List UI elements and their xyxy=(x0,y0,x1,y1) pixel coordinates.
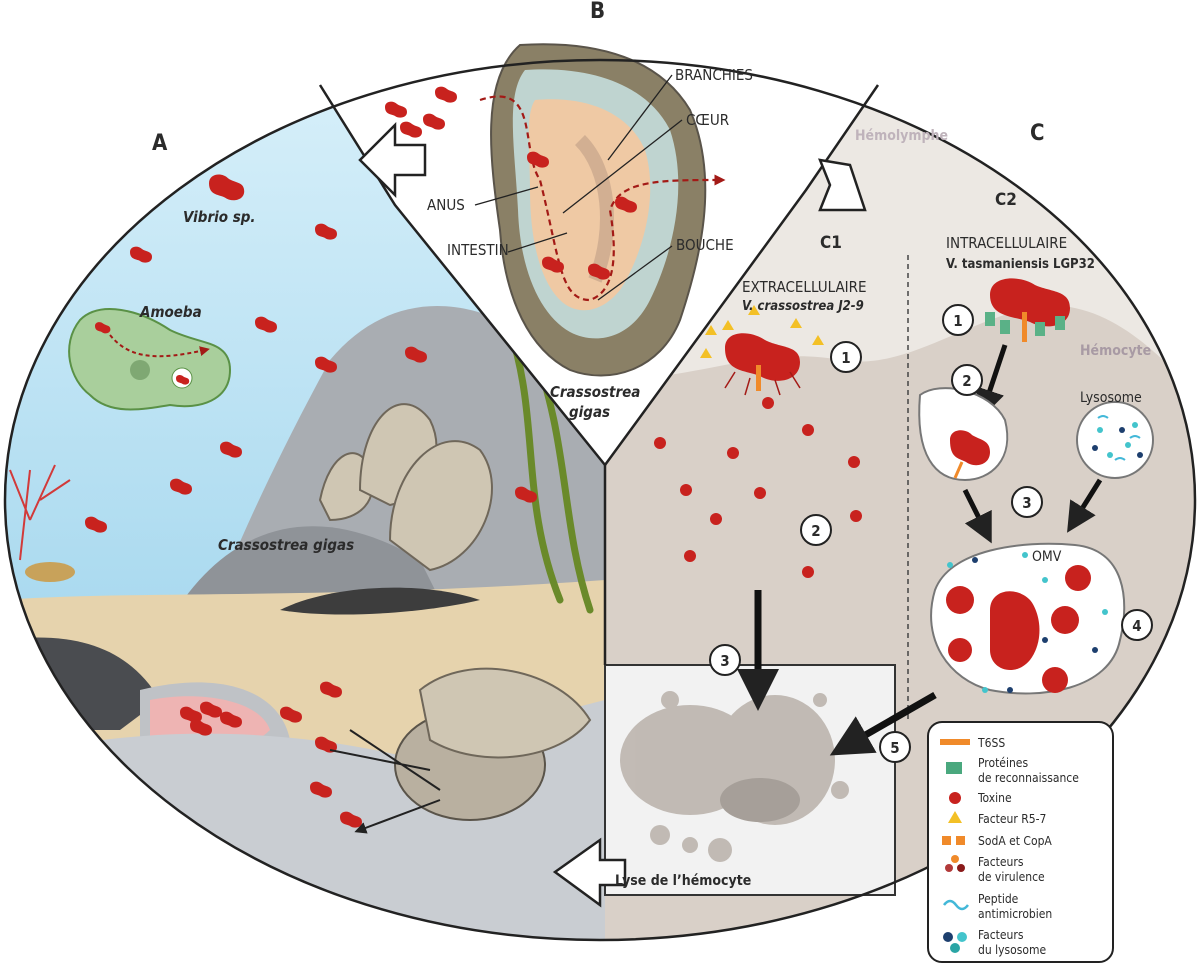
intestin-label: INTESTIN xyxy=(447,241,509,259)
oyster-label: Crassostrea gigas xyxy=(218,536,354,554)
soda-copa-icon xyxy=(942,836,965,845)
legend-virulence-1: Facteurs xyxy=(978,855,1024,869)
c1-mode: EXTRACELLULAIRE xyxy=(742,278,867,296)
panel-b-letter: B xyxy=(590,0,605,24)
recognition-protein-icon xyxy=(946,762,962,774)
step-markers xyxy=(709,304,1153,763)
anus-label: ANUS xyxy=(427,196,465,214)
bouche-label: BOUCHE xyxy=(676,236,734,254)
step-3-c1: 3 xyxy=(720,652,729,670)
step-4-c2: 4 xyxy=(1132,617,1141,635)
arrow-b-to-c xyxy=(818,158,867,212)
oyster-cluster xyxy=(318,403,493,572)
virulence-factor-icon xyxy=(945,855,965,872)
vibrio-label: Vibrio sp. xyxy=(183,208,256,226)
legend-peptide-2: antimicrobien xyxy=(978,907,1052,921)
legend-proteins-1: Protéines xyxy=(978,756,1028,770)
lysed-hemocyte xyxy=(620,691,849,862)
arrow-c-to-a xyxy=(552,837,627,908)
legend-labels: T6SS Protéines de reconnaissance Toxine … xyxy=(977,736,1079,957)
omv-label: OMV xyxy=(1032,549,1062,565)
branchies-label: BRANCHIES xyxy=(675,66,753,84)
c1-toxins xyxy=(654,397,862,578)
legend-box xyxy=(927,721,1114,963)
phagosome-to-phagolysosome-arrow xyxy=(962,488,992,544)
step-2-c1: 2 xyxy=(811,522,820,540)
legend-toxin: Toxine xyxy=(977,791,1012,805)
c2-title: C2 xyxy=(995,190,1017,210)
hemolymphe-label: Hémolymphe xyxy=(855,128,948,144)
lysosome xyxy=(1076,401,1154,479)
t6ss-icon xyxy=(940,739,970,745)
labels: A B C Vibrio sp. Amoeba Crassostrea giga… xyxy=(139,0,1151,889)
c1-title: C1 xyxy=(820,233,842,253)
amoeba-label: Amoeba xyxy=(139,303,202,321)
legend-lysosome-factors-1: Facteurs xyxy=(978,928,1024,942)
panel-a-letter: A xyxy=(152,131,168,156)
anatomy-leaders xyxy=(474,74,683,301)
species-label-line1: Crassostrea xyxy=(550,383,640,401)
phagosome xyxy=(918,387,1009,482)
c2-to-lysis-arrow xyxy=(829,691,937,756)
open-oyster xyxy=(329,667,592,830)
step-1-c1: 1 xyxy=(841,349,850,367)
factor-triangle-icon xyxy=(948,811,962,823)
legend-factor-r57: Facteur R5-7 xyxy=(978,812,1046,826)
c2-mode: INTRACELLULAIRE xyxy=(946,234,1067,252)
legend-lysosome-factors-2: du lysosome xyxy=(978,943,1046,957)
step-3-c2: 3 xyxy=(1022,494,1031,512)
legend-peptide-1: Peptide xyxy=(978,892,1019,906)
toxin-icon xyxy=(949,792,961,804)
panel-a xyxy=(5,60,605,940)
diagram-outline xyxy=(3,58,1197,942)
lysis-label: Lyse de l’hémocyte xyxy=(615,873,751,889)
c2-bacterium xyxy=(985,278,1070,342)
step-1-c2: 1 xyxy=(953,312,962,330)
legend-virulence-2: de virulence xyxy=(978,870,1045,884)
c1-bacterium xyxy=(700,305,824,396)
lysosome-label: Lysosome xyxy=(1080,390,1142,406)
legend-icons xyxy=(940,739,970,953)
panel-dividers xyxy=(318,84,880,665)
coral xyxy=(9,464,71,561)
legend-t6ss: T6SS xyxy=(977,736,1005,750)
peptide-icon xyxy=(943,899,969,911)
legend-proteins-2: de reconnaissance xyxy=(978,771,1079,785)
hemocyte-label: Hémocyte xyxy=(1080,343,1151,359)
step-5: 5 xyxy=(890,739,899,757)
panel-c-letter: C xyxy=(1030,121,1045,146)
c2-strain: V. tasmaniensis LGP32 xyxy=(946,257,1095,272)
legend-soda-copa: SodA et CopA xyxy=(978,834,1052,848)
water-flow-arrow xyxy=(479,95,726,302)
lysosome-to-phagolysosome-arrow xyxy=(1067,478,1103,533)
step-2-c2: 2 xyxy=(962,372,971,390)
step1-to-2-arrow xyxy=(975,344,1008,420)
amoeba xyxy=(68,308,232,411)
coeur-label: CŒUR xyxy=(686,111,729,129)
arrow-a-to-b xyxy=(358,121,427,199)
phagolysosome xyxy=(930,542,1126,695)
species-label-line2: gigas xyxy=(569,403,610,421)
c1-strain: V. crassostrea J2-9 xyxy=(742,299,864,314)
lysosome-factor-icon xyxy=(943,932,967,953)
